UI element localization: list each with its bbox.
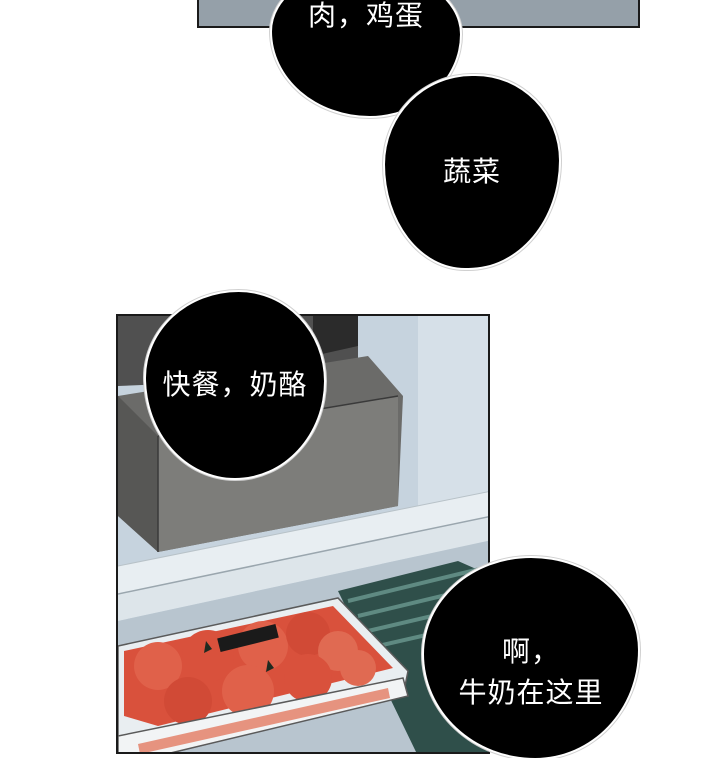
bubble-text-meat-eggs: 肉，鸡蛋 xyxy=(307,0,424,32)
grey-box-side xyxy=(118,396,158,552)
bubble-text-fastfood-cheese: 快餐，奶酪 xyxy=(162,367,308,401)
bubble-text-milk-line2: 牛奶在这里 xyxy=(458,675,604,709)
bubble-text-vegetables: 蔬菜 xyxy=(442,154,501,188)
speech-bubble-fastfood-cheese: 快餐，奶酪 xyxy=(146,292,324,478)
fridge-illustration xyxy=(118,316,488,752)
bubble-text-milk: 啊， 牛奶在这里 xyxy=(458,632,603,713)
speech-bubble-milk: 啊， 牛奶在这里 xyxy=(424,558,638,758)
speech-bubble-vegetables: 蔬菜 xyxy=(385,76,559,268)
glass-shelf xyxy=(118,491,488,594)
bubble-text-milk-line1: 啊， xyxy=(501,635,560,668)
glass-shelf-edge xyxy=(118,516,488,621)
dark-item-shadow xyxy=(313,316,358,356)
